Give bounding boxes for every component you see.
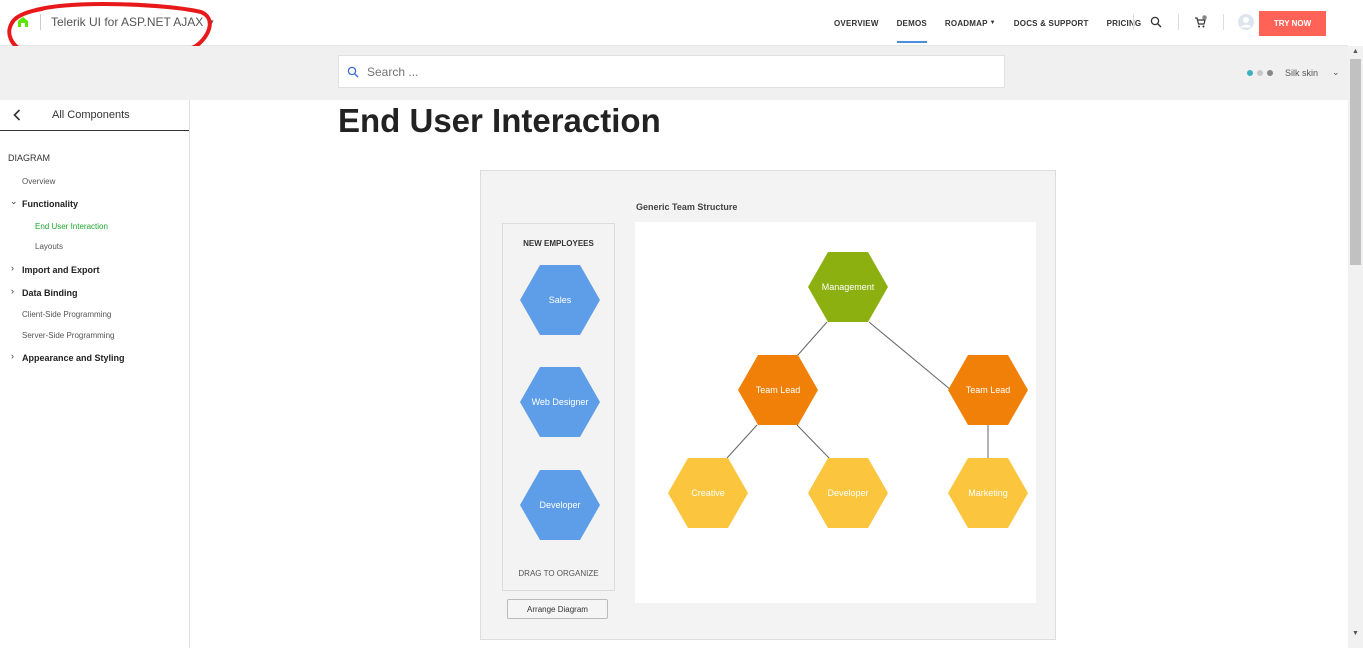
- node-label: Team Lead: [755, 385, 801, 395]
- hexagon-shape: [948, 355, 1028, 425]
- sidebar-item-functionality[interactable]: Functionality: [22, 199, 78, 209]
- node-label: Marketing: [968, 488, 1008, 498]
- shape-palette: NEW EMPLOYEES Sales Web Designer Develop…: [502, 223, 615, 591]
- sidebar-item-server-side[interactable]: Server-Side Programming: [22, 331, 115, 340]
- scroll-down-icon[interactable]: ▼: [1352, 630, 1359, 637]
- hexagon-shape: [520, 367, 600, 437]
- palette-hint: DRAG TO ORGANIZE: [518, 569, 599, 578]
- chevron-down-icon: ⌄: [1332, 67, 1340, 77]
- chevron-left-icon[interactable]: [11, 108, 23, 122]
- nav-links: OVERVIEW DEMOS ROADMAP▼ DOCS & SUPPORT P…: [834, 0, 1159, 46]
- nav-divider: [1178, 14, 1179, 30]
- palette-shape-sales[interactable]: Sales: [520, 265, 600, 335]
- search-box[interactable]: [338, 55, 1005, 88]
- node-label: Management: [821, 282, 875, 292]
- palette-shape-label: Sales: [548, 295, 572, 305]
- sidebar: All Components DIAGRAM Overview ⌄ Functi…: [0, 100, 190, 648]
- skin-label: Silk skin: [1285, 67, 1319, 78]
- chevron-right-icon: ›: [11, 263, 14, 273]
- sidebar-item-appearance[interactable]: Appearance and Styling: [22, 353, 125, 363]
- page-title: End User Interaction: [338, 102, 661, 139]
- telerik-logo-icon: [18, 17, 28, 27]
- palette-title: NEW EMPLOYEES: [523, 239, 594, 248]
- sidebar-item-data-binding[interactable]: Data Binding: [22, 288, 78, 298]
- nav-overview[interactable]: OVERVIEW: [834, 18, 879, 28]
- nav-roadmap[interactable]: ROADMAP▼: [945, 0, 996, 46]
- sidebar-item-overview[interactable]: Overview: [22, 177, 56, 186]
- palette-shape-label: Web Designer: [531, 397, 589, 407]
- diagram-node-management[interactable]: Management: [808, 252, 888, 322]
- brand[interactable]: Telerik UI for ASP.NET AJAX ▼: [16, 14, 215, 30]
- hexagon-shape: [668, 458, 748, 528]
- search-strip: Silk skin ⌄: [0, 46, 1348, 100]
- connection-line[interactable]: [796, 424, 830, 459]
- hexagon-shape: [738, 355, 818, 425]
- sidebar-title: All Components: [52, 109, 130, 121]
- skin-dot: [1247, 69, 1253, 76]
- brand-caret-icon: ▼: [207, 17, 216, 27]
- diagram-connections: [726, 321, 989, 459]
- brand-name: Telerik UI for ASP.NET AJAX: [51, 15, 204, 29]
- nav-divider: [1223, 14, 1224, 30]
- node-label: Developer: [827, 488, 869, 498]
- skin-dot: [1267, 69, 1273, 76]
- chevron-right-icon: ›: [11, 351, 14, 361]
- nav-roadmap-label: ROADMAP: [944, 18, 988, 28]
- nav-demos[interactable]: DEMOS: [896, 0, 928, 46]
- scroll-thumb[interactable]: [1350, 59, 1361, 265]
- palette-shape-label: Developer: [539, 500, 581, 510]
- search-icon[interactable]: [1148, 14, 1164, 30]
- diagram-canvas[interactable]: Management Team Lead Team Lead Creative …: [635, 222, 1036, 603]
- page-scrollbar[interactable]: ▲ ▼: [1348, 46, 1363, 648]
- cart-icon[interactable]: [1193, 14, 1209, 30]
- connection-line[interactable]: [868, 321, 952, 391]
- diagram-node-creative[interactable]: Creative: [668, 458, 748, 528]
- avatar-icon[interactable]: [1238, 14, 1254, 30]
- canvas-title: Generic Team Structure: [636, 202, 738, 212]
- chevron-down-icon: ⌄: [10, 196, 18, 206]
- search-input[interactable]: [367, 64, 967, 79]
- diagram-node-team-lead[interactable]: Team Lead: [948, 355, 1028, 425]
- skin-dot: [1257, 69, 1263, 76]
- sidebar-item-import-export[interactable]: Import and Export: [22, 265, 100, 275]
- hexagon-shape: [520, 265, 600, 335]
- scroll-up-icon[interactable]: ▲: [1352, 48, 1359, 55]
- roadmap-caret-icon: ▼: [989, 20, 996, 26]
- sidebar-item-layouts[interactable]: Layouts: [35, 242, 64, 251]
- top-navigation: Telerik UI for ASP.NET AJAX ▼ OVERVIEW D…: [0, 0, 1348, 63]
- diagram-node-team-lead[interactable]: Team Lead: [738, 355, 818, 425]
- demo-frame: NEW EMPLOYEES Sales Web Designer Develop…: [480, 170, 1056, 640]
- search-icon: [347, 66, 359, 77]
- brand-separator: [40, 14, 41, 30]
- sidebar-header: All Components: [0, 100, 189, 131]
- chevron-right-icon: ›: [11, 286, 14, 296]
- connection-line[interactable]: [726, 424, 758, 459]
- nav-divider: [1133, 14, 1134, 30]
- try-now-button[interactable]: TRY NOW: [1259, 11, 1326, 36]
- node-label: Creative: [691, 488, 725, 498]
- palette-shape-web-designer[interactable]: Web Designer: [520, 367, 600, 437]
- hexagon-shape: [520, 470, 600, 540]
- diagram-node-marketing[interactable]: Marketing: [948, 458, 1028, 528]
- hexagon-shape: [948, 458, 1028, 528]
- connection-line[interactable]: [796, 321, 828, 357]
- node-label: Team Lead: [965, 385, 1011, 395]
- nav-docs-support[interactable]: DOCS & SUPPORT: [1013, 18, 1089, 28]
- sidebar-item-client-side[interactable]: Client-Side Programming: [22, 310, 112, 319]
- skin-picker[interactable]: Silk skin ⌄: [1247, 67, 1340, 78]
- hexagon-shape: [808, 458, 888, 528]
- hexagon-shape: [808, 252, 888, 322]
- palette-shape-developer[interactable]: Developer: [520, 470, 600, 540]
- sidebar-item-end-user-interaction[interactable]: End User Interaction: [35, 222, 108, 231]
- nav-pricing[interactable]: PRICING: [1106, 18, 1142, 28]
- sidebar-section-title: DIAGRAM: [8, 153, 51, 163]
- diagram-node-developer[interactable]: Developer: [808, 458, 888, 528]
- arrange-diagram-button[interactable]: Arrange Diagram: [507, 599, 608, 619]
